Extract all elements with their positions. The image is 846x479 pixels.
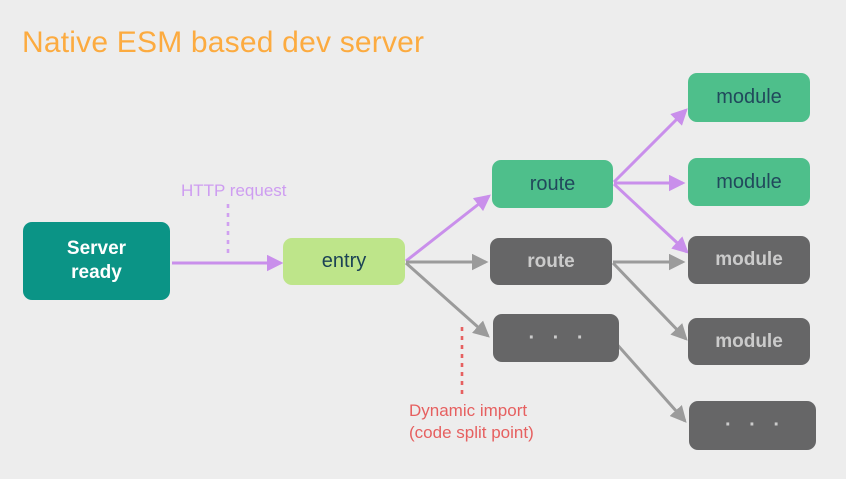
edge-entry-to-route-green xyxy=(405,194,491,263)
node-entry-label: entry xyxy=(321,250,367,272)
edge-entry-to-dots-mid xyxy=(405,261,490,338)
edge-route-green-to-module1 xyxy=(612,108,688,184)
diagram-title: Native ESM based dev server xyxy=(22,26,425,59)
node-route-green: route xyxy=(492,160,613,208)
node-route-green-label: route xyxy=(529,172,576,195)
node-module-gray-1: module xyxy=(688,236,810,284)
node-module-gray-2: module xyxy=(688,318,810,365)
node-module-green-2: module xyxy=(688,158,810,206)
http-request-label: HTTP request xyxy=(181,181,287,200)
node-module-green-2-label: module xyxy=(716,170,782,193)
node-ellipsis-mid: · · · xyxy=(493,314,619,362)
node-route-gray: route xyxy=(490,238,612,285)
node-server-ready-label: Server ready xyxy=(66,238,127,283)
node-route-gray-label: route xyxy=(527,250,575,272)
node-ellipsis-mid-label: · · · xyxy=(528,326,590,349)
edge-route-gray-to-module4 xyxy=(611,261,688,341)
node-module-green-1: module xyxy=(688,73,810,122)
node-module-green-1-label: module xyxy=(716,86,782,108)
node-entry: entry xyxy=(283,238,405,285)
node-ellipsis-bottom-label: · · · xyxy=(724,414,787,436)
node-module-gray-2-label: module xyxy=(715,330,783,352)
edge-route-green-to-module3 xyxy=(612,182,689,254)
node-module-gray-1-label: module xyxy=(715,249,783,270)
dynamic-import-label: Dynamic import (code split point) xyxy=(409,401,534,443)
edge-dots-mid-to-dots-bottom xyxy=(612,340,687,423)
node-server-ready: Server ready xyxy=(23,222,170,300)
node-ellipsis-bottom: · · · xyxy=(689,401,816,450)
